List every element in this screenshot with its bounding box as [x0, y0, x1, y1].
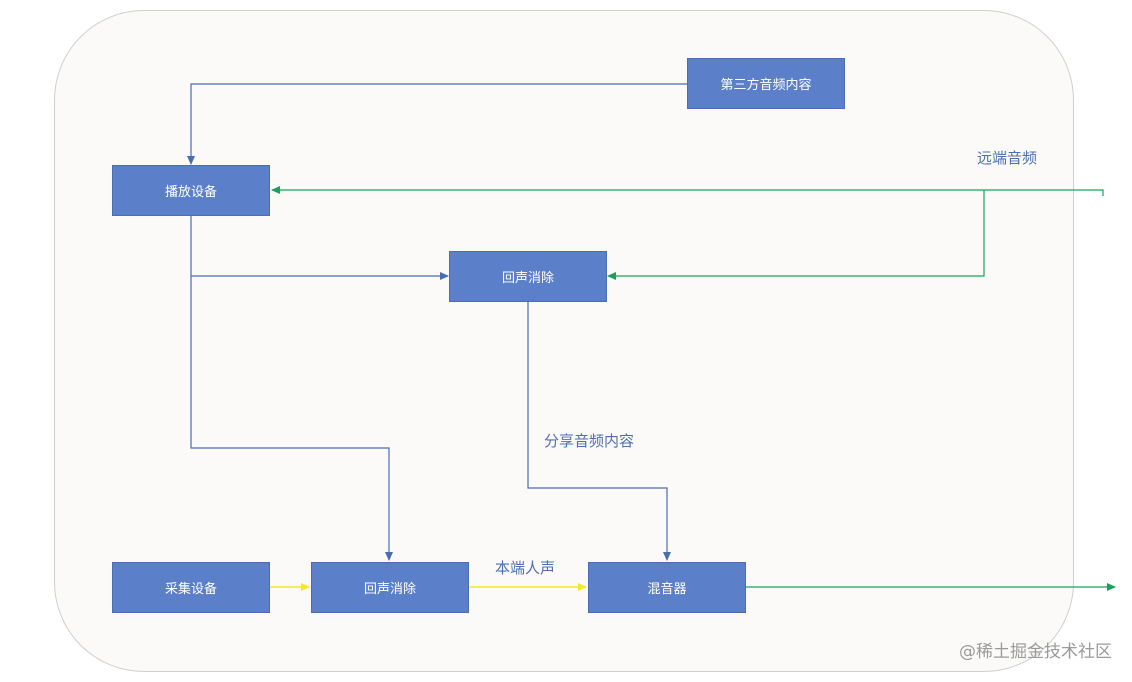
label-remote-audio: 远端音频: [977, 149, 1038, 167]
node-mixer: 混音器: [588, 562, 746, 613]
node-echo-cancel-top: 回声消除: [449, 251, 607, 302]
label-shared-audio: 分享音频内容: [544, 432, 635, 450]
edge-echo-top-to-mixer: [527, 302, 671, 561]
watermark: @稀土掘金技术社区: [959, 642, 1112, 662]
edge-playback-to-echo-bottom: [190, 276, 393, 561]
label-local-voice: 本端人声: [495, 559, 556, 577]
edge-third-party-to-playback: [187, 83, 687, 165]
diagram-background: [54, 10, 1074, 672]
node-third-party-audio: 第三方音频内容: [687, 58, 845, 109]
node-capture-device: 采集设备: [112, 562, 270, 613]
node-label: 混音器: [647, 582, 687, 597]
node-label: 采集设备: [164, 582, 217, 597]
node-playback-device: 播放设备: [112, 165, 270, 216]
edge-remote-to-echo-top: [607, 190, 985, 280]
edge-remote-to-playback: [271, 186, 1104, 196]
node-label: 第三方音频内容: [720, 78, 812, 93]
node-label: 播放设备: [164, 185, 217, 200]
edge-playback-to-echo-top: [190, 216, 449, 280]
node-label: 回声消除: [363, 582, 416, 597]
node-label: 回声消除: [501, 271, 554, 286]
node-echo-cancel-bottom: 回声消除: [311, 562, 469, 613]
